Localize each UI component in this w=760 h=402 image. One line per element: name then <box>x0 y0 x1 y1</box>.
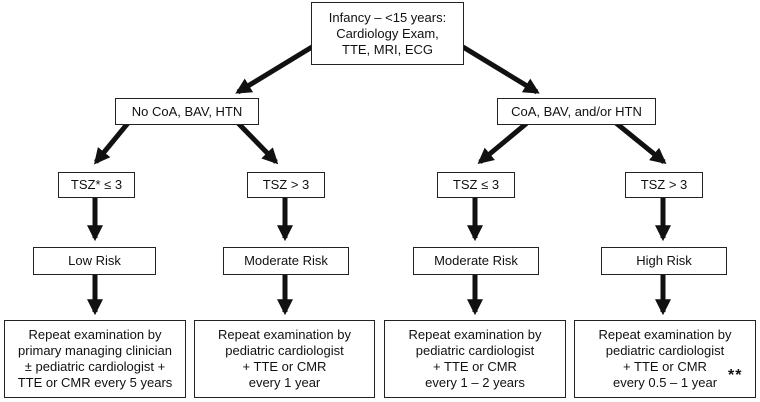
root-line-3: TTE, MRI, ECG <box>342 41 433 57</box>
tsz-label-4: TSZ > 3 <box>640 177 688 192</box>
arrow-right-tsz3 <box>477 121 529 165</box>
action-2-line-2: pediatric cardiologist <box>225 343 344 358</box>
arrow-right-tsz4 <box>614 121 667 165</box>
arrow-left-tsz2 <box>236 121 279 165</box>
action-1-line-1: Repeat examination by <box>28 327 162 342</box>
branch-no-coa-box: No CoA, BAV, HTN <box>115 98 259 125</box>
action-box-3: Repeat examination by pediatric cardiolo… <box>384 320 566 398</box>
tsz-box-2: TSZ > 3 <box>247 172 325 198</box>
risk-box-1: Low Risk <box>33 247 156 275</box>
action-3-line-4: every 1 – 2 years <box>425 375 525 390</box>
root-line-2: Cardiology Exam, <box>336 25 439 41</box>
risk-label-2: Moderate Risk <box>244 253 328 268</box>
action-3-line-3: + TTE or CMR <box>433 359 517 374</box>
action-4-line-3: + TTE or CMR <box>623 359 707 374</box>
branch-no-coa-label: No CoA, BAV, HTN <box>131 103 243 119</box>
footnote-marker: ** <box>728 367 743 384</box>
root-box: Infancy – <15 years: Cardiology Exam, TT… <box>311 2 464 65</box>
action-2-line-4: every 1 year <box>248 375 321 390</box>
action-2-line-1: Repeat examination by <box>218 327 351 342</box>
tsz-box-4: TSZ > 3 <box>625 172 703 198</box>
branch-coa-box: CoA, BAV, and/or HTN <box>497 98 656 125</box>
action-4-line-2: pediatric cardiologist <box>605 343 725 358</box>
action-2-line-3: + TTE or CMR <box>242 359 327 374</box>
root-line-1: Infancy – <15 years: <box>328 9 447 25</box>
action-3-line-2: pediatric cardiologist <box>415 343 535 358</box>
tsz-label-1: TSZ* ≤ 3 <box>70 177 123 192</box>
risk-label-4: High Risk <box>636 253 692 268</box>
action-box-2: Repeat examination by pediatric cardiolo… <box>194 320 375 398</box>
risk-label-3: Moderate Risk <box>434 253 518 268</box>
tsz-label-3: TSZ ≤ 3 <box>452 177 500 192</box>
risk-label-1: Low Risk <box>68 253 121 268</box>
action-1-line-2: primary managing clinician <box>18 343 172 358</box>
arrow-root-right <box>461 44 540 95</box>
action-box-4: Repeat examination by pediatric cardiolo… <box>574 320 756 398</box>
action-box-1: Repeat examination by primary managing c… <box>4 320 186 398</box>
tsz-label-2: TSZ > 3 <box>262 177 310 192</box>
action-1-line-4: TTE or CMR every 5 years <box>17 375 173 390</box>
action-4-line-4: every 0.5 – 1 year <box>612 375 718 390</box>
action-4-line-1: Repeat examination by <box>598 327 732 342</box>
arrow-left-tsz1 <box>93 121 130 165</box>
tsz-box-1: TSZ* ≤ 3 <box>58 172 135 198</box>
action-3-line-1: Repeat examination by <box>408 327 542 342</box>
branch-coa-label: CoA, BAV, and/or HTN <box>511 103 642 119</box>
risk-box-2: Moderate Risk <box>223 247 349 275</box>
risk-box-4: High Risk <box>601 247 727 275</box>
tsz-box-3: TSZ ≤ 3 <box>437 172 515 198</box>
risk-box-3: Moderate Risk <box>413 247 539 275</box>
arrow-root-left <box>235 44 314 95</box>
action-1-line-3: ± pediatric cardiologist + <box>24 359 166 374</box>
